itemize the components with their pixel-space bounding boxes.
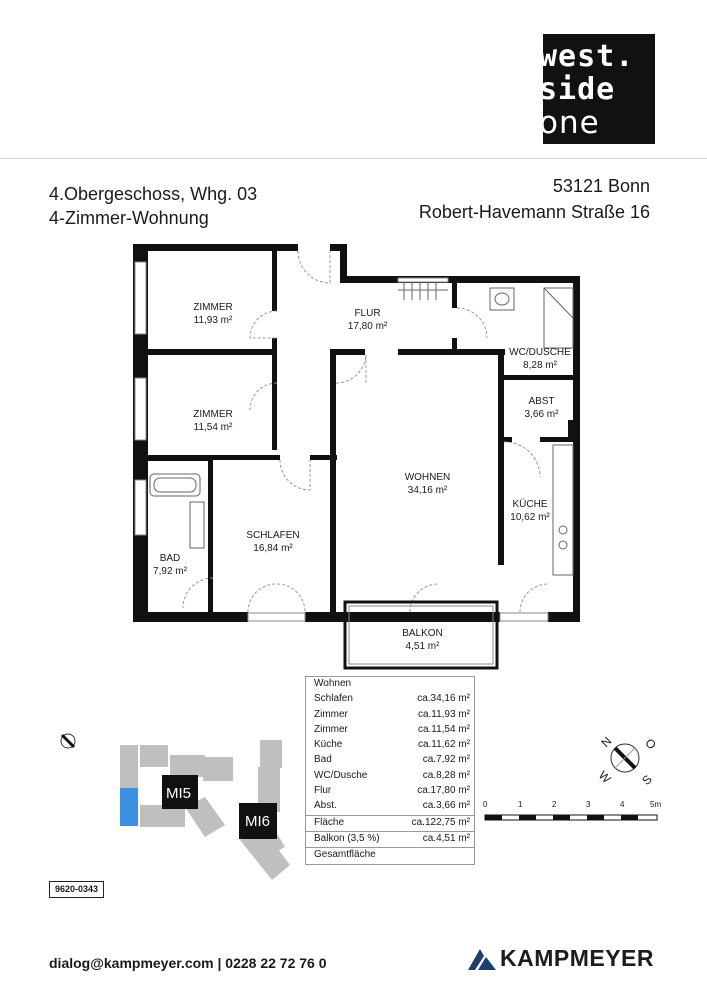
logo-line-2: side — [539, 72, 616, 107]
small-compass-icon — [60, 733, 76, 749]
west-side-one-logo: west. side one — [539, 34, 655, 144]
fixtures — [149, 283, 574, 576]
header-divider — [0, 158, 707, 159]
logo-line-3: one — [539, 105, 600, 141]
scale-tick: 2 — [552, 800, 557, 809]
brand-name: KAMPMEYER — [500, 945, 655, 971]
balcony — [343, 600, 499, 670]
apartment-type: 4-Zimmer-Wohnung — [49, 208, 209, 228]
site-plan — [60, 733, 290, 880]
area-balcony-row: Balkon (3,5 %)ca.4,51 m² — [306, 830, 474, 847]
area-row: Wohnen — [314, 678, 352, 689]
inner-walls — [148, 251, 580, 612]
contact-line: dialog@kampmeyer.com | 0228 22 72 76 0 — [49, 955, 327, 971]
scale-tick: 5m — [650, 800, 662, 809]
scale-tick: 3 — [586, 800, 591, 809]
building-label-mi5: MI5 — [166, 785, 192, 802]
scale-tick: 4 — [620, 800, 625, 809]
floor-unit: 4.Obergeschoss, Whg. 03 — [49, 184, 258, 204]
kampmeyer-logo-icon — [468, 949, 496, 970]
windows — [134, 261, 549, 622]
compass-icon — [610, 743, 640, 773]
door-swings — [182, 250, 549, 613]
address-city: 53121 Bonn — [552, 176, 650, 196]
logo-line-1: west. — [539, 39, 635, 74]
address-street: Robert-Havemann Straße 16 — [418, 202, 650, 222]
building-label-mi6: MI6 — [245, 813, 271, 830]
plan-code: 9620-0343 — [49, 881, 104, 898]
area-grand-total-row: Gesamtfläche — [306, 847, 474, 863]
highlighted-building — [120, 788, 138, 826]
area-row: Abst.ca.3,66 m² — [314, 800, 470, 812]
scale-tick: 0 — [483, 800, 488, 809]
scale-tick: 1 — [518, 800, 523, 809]
